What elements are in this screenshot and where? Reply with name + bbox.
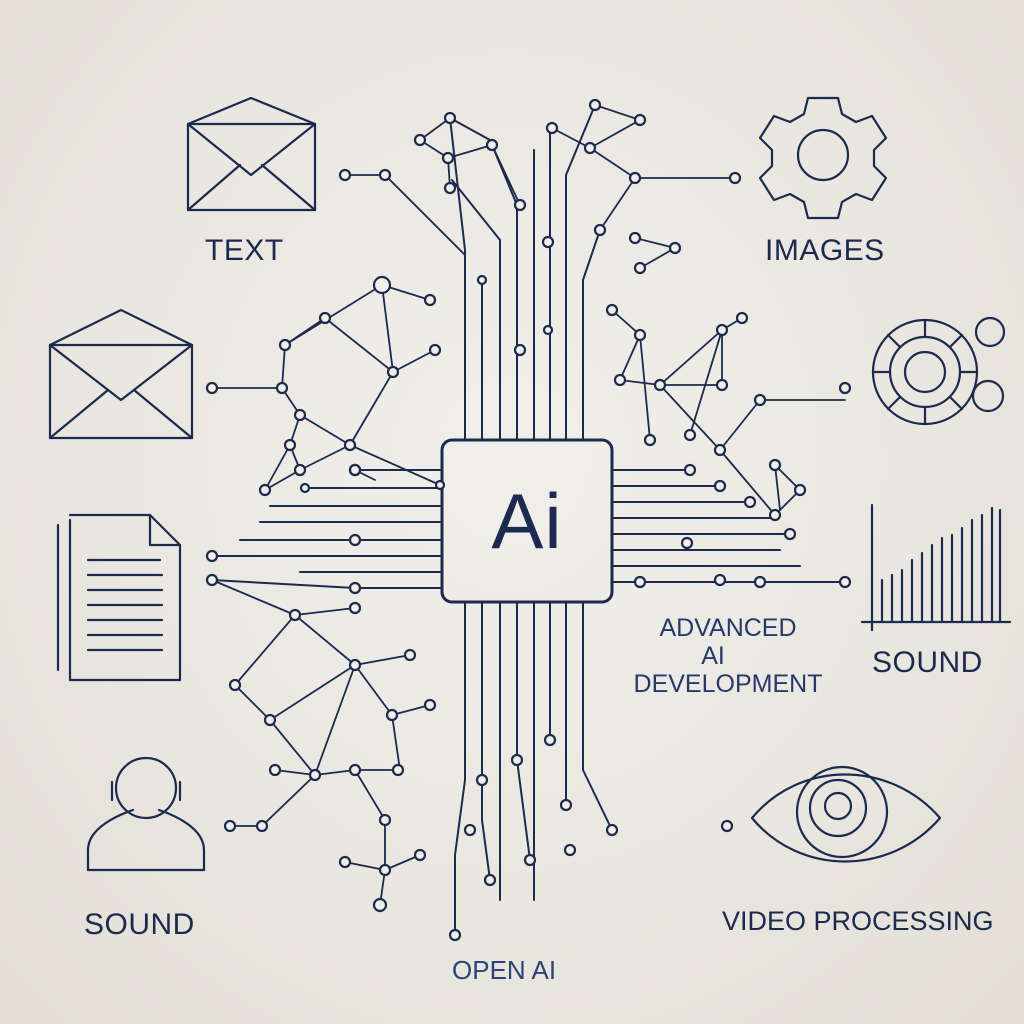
chip-top-traces bbox=[449, 104, 601, 441]
person-icon bbox=[86, 756, 206, 872]
eye-icon bbox=[750, 765, 942, 863]
ai-chip-label: Ai bbox=[491, 476, 563, 565]
advanced-ai-development-label: ADVANCED AI DEVELOPMENT bbox=[618, 614, 838, 698]
advanced-line2: AI bbox=[701, 642, 725, 670]
video-processing-label: VIDEO PROCESSING bbox=[722, 906, 994, 936]
advanced-line1: ADVANCED bbox=[659, 614, 797, 642]
document-icon bbox=[56, 513, 182, 682]
openai-label: OPEN AI bbox=[452, 955, 557, 985]
chip-left-traces bbox=[209, 469, 443, 589]
gear-icon bbox=[758, 96, 888, 220]
envelope-icon bbox=[48, 308, 194, 440]
images-label: IMAGES bbox=[765, 234, 885, 267]
sound-label-left: SOUND bbox=[84, 908, 195, 941]
sound-label-right: SOUND bbox=[872, 646, 983, 679]
molecule-icon bbox=[871, 316, 1006, 426]
envelope-icon bbox=[186, 96, 317, 212]
chip-right-traces bbox=[611, 469, 846, 583]
network-nodes bbox=[205, 98, 852, 942]
bar-chart-icon bbox=[860, 503, 1012, 632]
text-label: TEXT bbox=[205, 234, 284, 267]
advanced-line3: DEVELOPMENT bbox=[633, 670, 823, 698]
